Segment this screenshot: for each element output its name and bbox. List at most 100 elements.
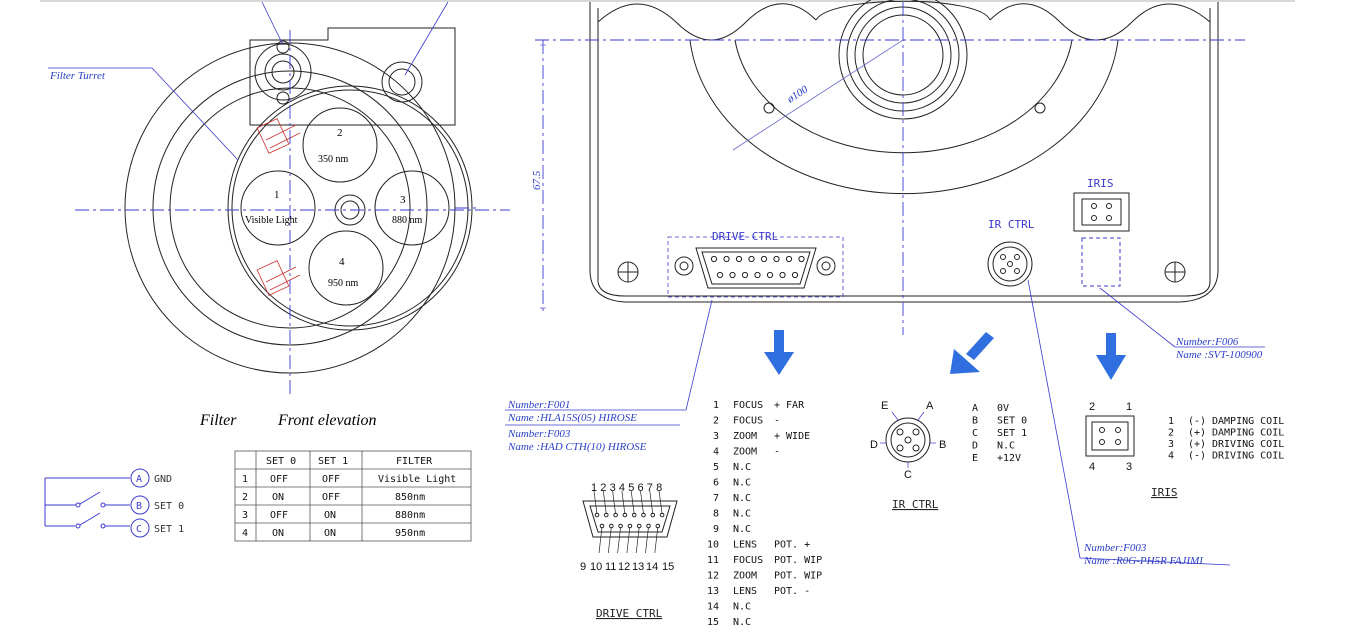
iris-pin-polarity: (+) [1188, 439, 1206, 450]
switch-c-letter: C [136, 524, 142, 535]
port-pin [710, 255, 718, 263]
connector-pin [599, 523, 605, 529]
ir-pin-signal: 0V [997, 403, 1009, 414]
table-header-set0: SET 0 [266, 456, 296, 467]
iris-pin-polarity: (-) [1188, 451, 1206, 462]
drive-pin-function: POT. - [774, 586, 810, 597]
connector-pin-number: 1 [591, 482, 597, 494]
switch-b-label: SET 0 [154, 501, 184, 512]
ir-pin-letter: A [972, 403, 978, 414]
port-pin [716, 271, 724, 279]
drive-ctrl-port-label: DRIVE CTRL [712, 230, 779, 243]
ir-pin-row: E+12V [972, 453, 1021, 464]
f006-name: Name :SVT-100900 [1175, 349, 1263, 361]
drive-pin-number: 9 [713, 524, 719, 535]
connector-lead [602, 490, 607, 515]
drive-pin-signal: LENS [733, 540, 757, 551]
connector-pin-number: 7 [647, 482, 653, 494]
drive-pin-signal: ZOOM [733, 571, 757, 582]
connector-pin [609, 523, 614, 529]
table-cell: ON [324, 528, 336, 539]
connector-lead [649, 490, 654, 515]
port-pin [729, 271, 736, 279]
ir-pin-letter-b: B [939, 439, 946, 451]
port-pin [723, 255, 730, 263]
drive-connector-caption: DRIVE CTRL [596, 607, 663, 620]
ir-pin-letter: D [972, 441, 978, 452]
port-pin [741, 271, 749, 279]
switch-c-label: SET 1 [154, 524, 184, 535]
table-cell: 4 [242, 528, 248, 539]
table-row: 1 OFF OFF Visible Light [242, 474, 456, 485]
ir-pin-letter-c: C [904, 469, 912, 481]
ir-pin-signal: N.C [997, 441, 1015, 452]
drive-pin-signal: FOCUS [733, 416, 763, 427]
ir-pin-letter: B [972, 416, 978, 427]
port-pin [779, 271, 786, 279]
port-pin [798, 255, 805, 263]
iris-pin-2: 2 [1089, 401, 1095, 413]
port-pin [766, 271, 774, 279]
iris-pin-function: DRIVING COIL [1212, 451, 1284, 462]
ir-pin-letter-d: D [870, 439, 878, 451]
slot-1-wavelength: Visible Light [245, 215, 298, 226]
connector-lead [658, 490, 663, 515]
iris-pin-number: 1 [1168, 416, 1174, 427]
iris-port [1073, 192, 1130, 287]
dimension-lines [540, 39, 904, 309]
connector-pin [646, 523, 651, 529]
connector-pin [627, 523, 633, 529]
slot-3-number: 3 [400, 194, 406, 206]
connector-pin-number: 5 [628, 482, 634, 494]
connector-pin-number: 12 [618, 561, 630, 573]
drive-pin-function: POT. WIP [774, 555, 822, 566]
drive-pin-function: POT. WIP [774, 571, 822, 582]
table-cell: 850nm [395, 492, 425, 503]
filter-turret-label: Filter Turret [49, 70, 106, 82]
arrow-down-icon [764, 330, 794, 375]
f003a-number: Number:F003 [507, 428, 571, 440]
ir-pin-signal: SET 1 [997, 428, 1027, 439]
connector-lead [607, 526, 612, 554]
drive-pin-signal: N.C [733, 617, 751, 628]
table-cell: OFF [322, 474, 340, 485]
drive-pin-number: 2 [713, 416, 719, 427]
drive-pin-number: 7 [713, 493, 719, 504]
switch-b-letter: B [136, 501, 142, 512]
table-cell: 3 [242, 510, 248, 521]
arrow-down-icon [1096, 333, 1126, 380]
height-dimension: 67.5 [531, 170, 543, 190]
caption-filter: Filter [199, 412, 237, 429]
drive-pin-signal: LENS [733, 586, 757, 597]
connector-pin-number: 8 [656, 482, 662, 494]
iris-connector-caption: IRIS [1151, 486, 1178, 499]
connector-pin [618, 523, 623, 529]
connector-pin-number: 15 [662, 561, 674, 573]
ir-pin-signal: SET 0 [997, 416, 1027, 427]
iris-pin-row: 2(+)DAMPING COIL [1168, 428, 1284, 439]
table-cell: 950nm [395, 528, 425, 539]
drive-pin-signal: N.C [733, 524, 751, 535]
table-cell: 880nm [395, 510, 425, 521]
switch-a-letter: A [136, 474, 142, 485]
connector-pin-number: 14 [646, 561, 658, 573]
port-pin [773, 255, 780, 263]
slot-4-wavelength: 950 nm [328, 278, 359, 289]
iris-pin-polarity: (+) [1188, 428, 1206, 439]
table-header-filter: FILTER [396, 456, 433, 467]
ir-pin-signal: +12V [997, 453, 1021, 464]
connector-pin-number: 11 [605, 561, 616, 573]
iris-pin-3: 3 [1126, 461, 1132, 473]
connector-pin [604, 512, 609, 518]
iris-pin-number: 2 [1168, 428, 1174, 439]
connector-lead [626, 526, 631, 554]
